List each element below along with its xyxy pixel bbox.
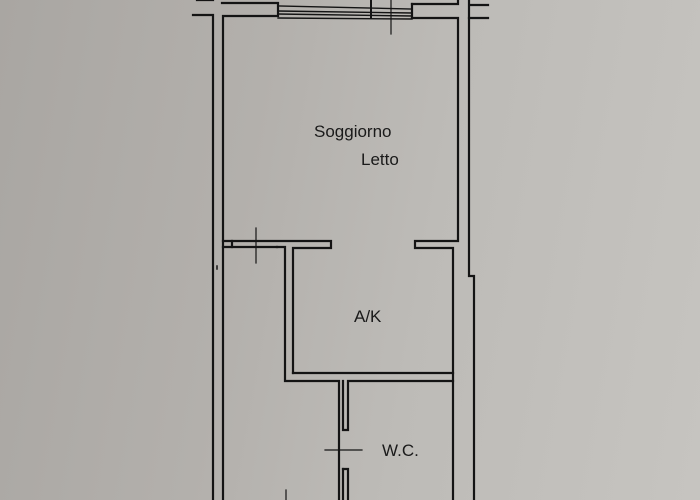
outer-wall-left-outer xyxy=(191,13,215,500)
corridor-wall xyxy=(275,245,341,500)
room-corridor xyxy=(223,248,285,500)
room-wc: W.C. xyxy=(348,381,453,500)
room-ak: A/K xyxy=(293,248,453,373)
room-label-letto: Letto xyxy=(361,150,399,169)
outer-wall-right xyxy=(467,16,476,500)
window xyxy=(277,0,413,35)
room-soggiorno-letto: Soggiorno Letto xyxy=(223,18,458,241)
right-inner-wall xyxy=(410,16,460,500)
room-label-ak: A/K xyxy=(354,307,382,326)
outer-wall-left-inner-top xyxy=(220,1,280,500)
room-label-wc: W.C. xyxy=(382,441,419,460)
room-label-soggiorno: Soggiorno xyxy=(314,122,392,141)
